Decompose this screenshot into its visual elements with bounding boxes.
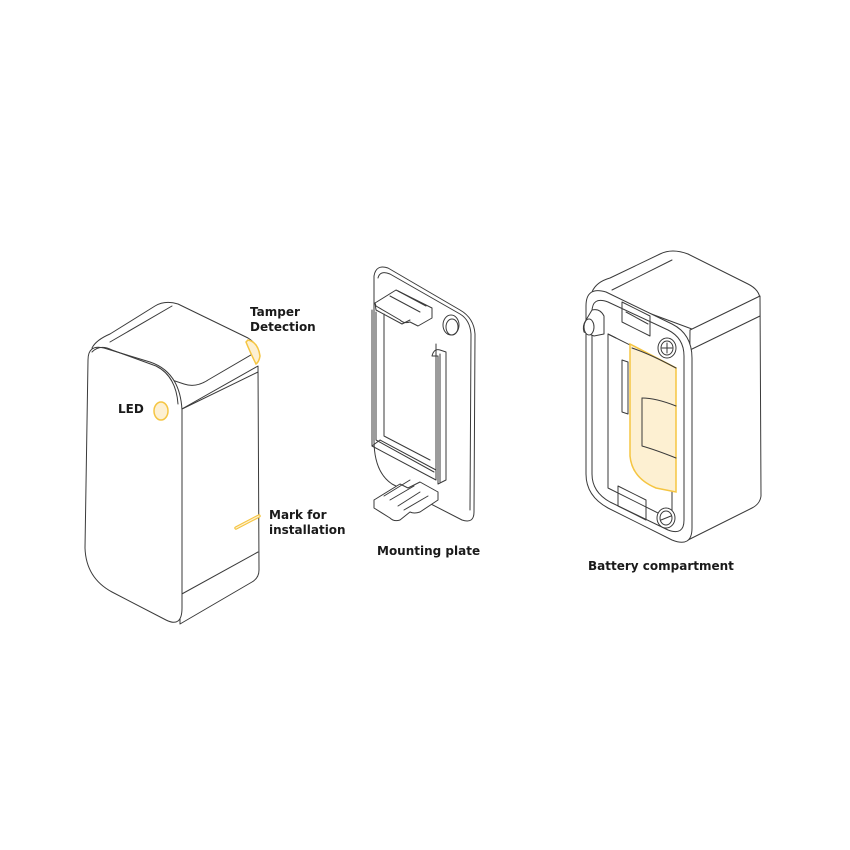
battery-cell [629,342,677,493]
screw-top-icon [657,337,677,359]
mark-label-line1: Mark for [269,508,327,522]
tamper-label-line1: Tamper [250,305,300,319]
screw-bottom-icon [656,507,676,529]
mounting-plate [371,266,476,522]
mark-label-line2: installation [269,523,346,537]
tamper-label: Tamper Detection [250,305,316,335]
battery-compartment-caption: Battery compartment [588,559,734,573]
battery-compartment [582,250,762,543]
tamper-switch [245,339,261,366]
mounting-plate-caption: Mounting plate [377,544,481,558]
mark-label: Mark for installation [269,508,346,538]
led-label: LED [118,402,144,416]
sensor-device [84,301,261,625]
led-indicator [153,401,169,421]
tamper-label-line2: Detection [250,320,316,334]
